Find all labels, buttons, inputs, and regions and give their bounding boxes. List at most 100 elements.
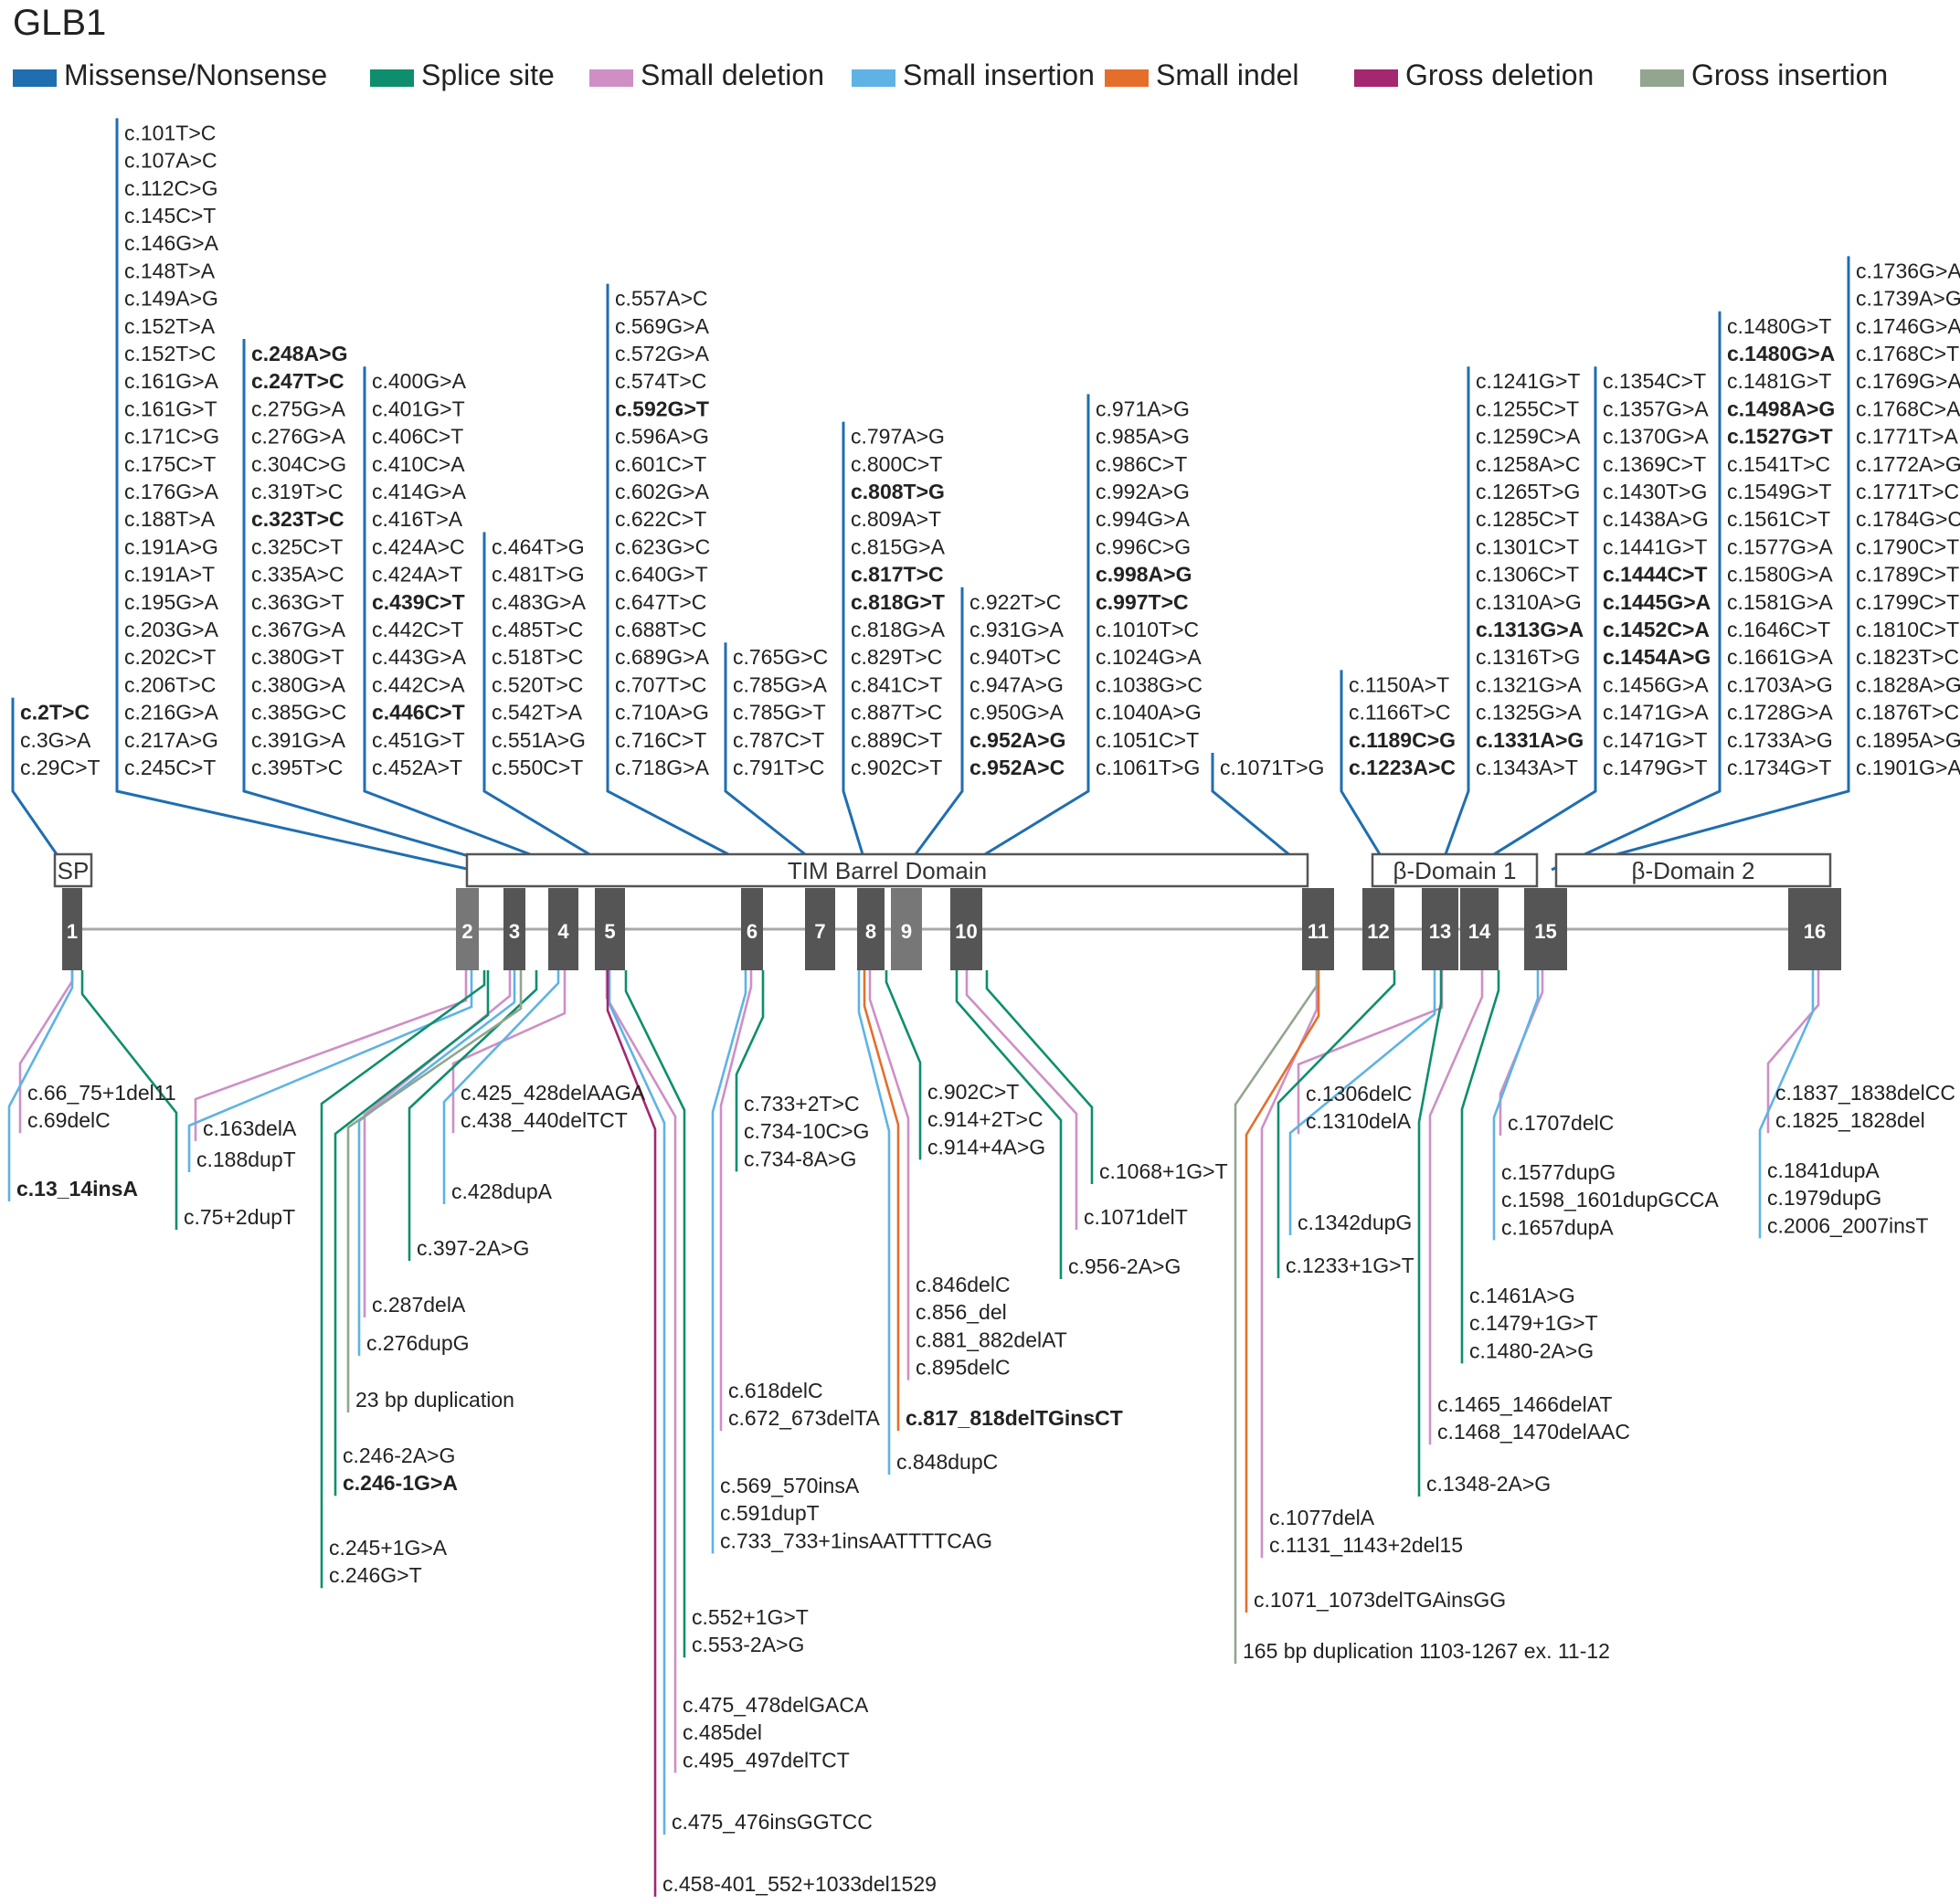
variant-label: c.335A>C (251, 563, 344, 587)
connector-splice (1277, 970, 1396, 1278)
variant-label: c.952A>G (969, 728, 1066, 752)
below-group-splice: c.1068+1G>T (1099, 1159, 1228, 1183)
variant-label: c.734-10C>G (744, 1119, 869, 1143)
connector-missense (1559, 256, 1850, 872)
variant-label: c.817T>C (851, 563, 944, 587)
variant-label: c.1255C>T (1476, 397, 1579, 420)
below-group-smallins: c.428dupA (451, 1179, 553, 1203)
connector-splice (1417, 970, 1443, 1497)
variant-label: 23 bp duplication (355, 1388, 514, 1412)
variant-label: c.1316T>G (1476, 645, 1580, 669)
variants-above: c.2T>Cc.3G>Ac.29C>Tc.101T>Cc.107A>Cc.112… (20, 121, 1960, 779)
exon-box (548, 888, 578, 970)
exon-number: 15 (1534, 920, 1556, 943)
variant-label: c.1306C>T (1476, 563, 1579, 587)
exon-box (891, 888, 922, 970)
variant-label: c.245C>T (124, 756, 216, 779)
variant-label: c.416T>A (372, 507, 463, 531)
variant-label: c.520T>C (492, 672, 583, 696)
variant-label: c.188T>A (124, 507, 216, 531)
variant-label: c.569_570insA (720, 1474, 860, 1497)
variant-label: c.323T>C (251, 507, 344, 531)
variant-label: c.475_476insGGTCC (672, 1810, 873, 1834)
diagram-title: GLB1 (13, 3, 106, 43)
variant-label: c.367G>A (251, 618, 346, 641)
variant-label: c.1481G>T (1727, 369, 1831, 393)
variant-label: c.203G>A (124, 618, 219, 641)
variant-label: c.1480G>T (1727, 314, 1831, 338)
variant-label: c.1071delT (1084, 1205, 1188, 1229)
variant-label: c.848dupC (896, 1450, 998, 1474)
legend-item-missense: Missense/Nonsense (13, 58, 327, 91)
variant-label: c.1979dupG (1767, 1186, 1881, 1210)
variant-label: c.829T>C (851, 645, 942, 669)
connector-smalldel (1428, 970, 1484, 1445)
variant-label: c.1527G>T (1727, 425, 1833, 449)
variant-label: c.1876T>C (1856, 701, 1959, 725)
variant-label: c.902C>T (851, 756, 942, 779)
above-group: c.1736G>Ac.1739A>Gc.1746G>Ac.1768C>Tc.17… (1856, 259, 1960, 779)
variant-label: c.1746G>A (1856, 314, 1960, 338)
variant-label: c.1471G>T (1603, 728, 1707, 752)
connector-missense (482, 532, 590, 856)
variant-label: c.245+1G>A (329, 1536, 448, 1560)
exon-box (62, 888, 82, 970)
exon-15: 15 (1524, 888, 1567, 970)
variant-label: c.2006_2007insT (1767, 1213, 1928, 1237)
variant-label: c.247T>C (251, 369, 344, 393)
variant-label: c.791T>C (733, 756, 824, 779)
below-group-smallins: c.1342dupG (1298, 1211, 1412, 1234)
connector-splice (1460, 970, 1500, 1364)
variant-label: c.518T>C (492, 645, 583, 669)
variant-label: c.1479+1G>T (1469, 1311, 1598, 1335)
variant-label: c.1771T>A (1856, 425, 1959, 449)
above-group: c.400G>Ac.401G>Tc.406C>Tc.410C>Ac.414G>A… (372, 369, 467, 779)
variant-label: c.112C>G (124, 176, 218, 200)
below-group-smallins: c.475_476insGGTCC (672, 1810, 873, 1834)
variant-label: c.1430T>G (1603, 480, 1707, 503)
exon-box (857, 888, 885, 970)
exon-box (950, 888, 982, 970)
variant-label: c.148T>A (124, 259, 216, 282)
exon-number: 3 (509, 920, 520, 943)
connector-smalldel (451, 970, 567, 1134)
variant-label: c.1233+1G>T (1286, 1253, 1414, 1277)
legend-item-splice: Splice site (370, 58, 555, 91)
variant-label: c.452A>T (372, 756, 462, 779)
variant-label: c.734-8A>G (744, 1147, 856, 1170)
exon-11: 11 (1302, 888, 1334, 970)
variant-label: c.1258A>C (1476, 452, 1580, 476)
variant-label: c.1071T>G (1220, 756, 1324, 779)
variant-label: c.176G>A (124, 480, 219, 503)
legend-swatch (370, 69, 414, 87)
variant-label: c.428dupA (451, 1179, 553, 1203)
variant-label: c.1441G>T (1603, 534, 1707, 558)
connector-missense (1211, 753, 1308, 872)
variant-label: c.569G>A (615, 314, 710, 338)
variant-label: c.1468_1470delAAC (1437, 1420, 1630, 1444)
exon-7: 7 (805, 888, 835, 970)
variant-label: c.380G>A (251, 672, 346, 696)
variant-label: c.542T>A (492, 701, 583, 725)
above-group: c.1241G>Tc.1255C>Tc.1259C>Ac.1258A>Cc.12… (1476, 369, 1584, 779)
exon-number: 12 (1367, 920, 1389, 943)
variant-label: c.1577dupG (1501, 1160, 1616, 1184)
below-group-splice: c.956-2A>G (1068, 1254, 1181, 1278)
connector-smallins (1492, 970, 1540, 1241)
variant-label: c.1024G>A (1096, 645, 1202, 669)
variant-label: c.1343A>T (1476, 756, 1578, 779)
connector-missense (724, 642, 806, 856)
variant-label: c.1068+1G>T (1099, 1159, 1228, 1183)
legend-item-smalldel: Small deletion (589, 58, 824, 91)
variant-label: c.216G>A (124, 701, 219, 725)
below-group-smalldel: c.846delCc.856_delc.881_882delATc.895del… (916, 1273, 1067, 1380)
variant-label: c.733_733+1insAATTTTCAG (720, 1528, 992, 1552)
below-group-splice: c.75+2dupT (184, 1205, 295, 1229)
connector-missense (984, 394, 1090, 856)
variant-label: c.914+2T>C (927, 1107, 1044, 1131)
exon-10: 10 (950, 888, 982, 970)
exon-2: 2 (456, 888, 479, 970)
variant-label: c.1841dupA (1767, 1158, 1880, 1182)
variant-label: c.191A>G (124, 534, 218, 558)
